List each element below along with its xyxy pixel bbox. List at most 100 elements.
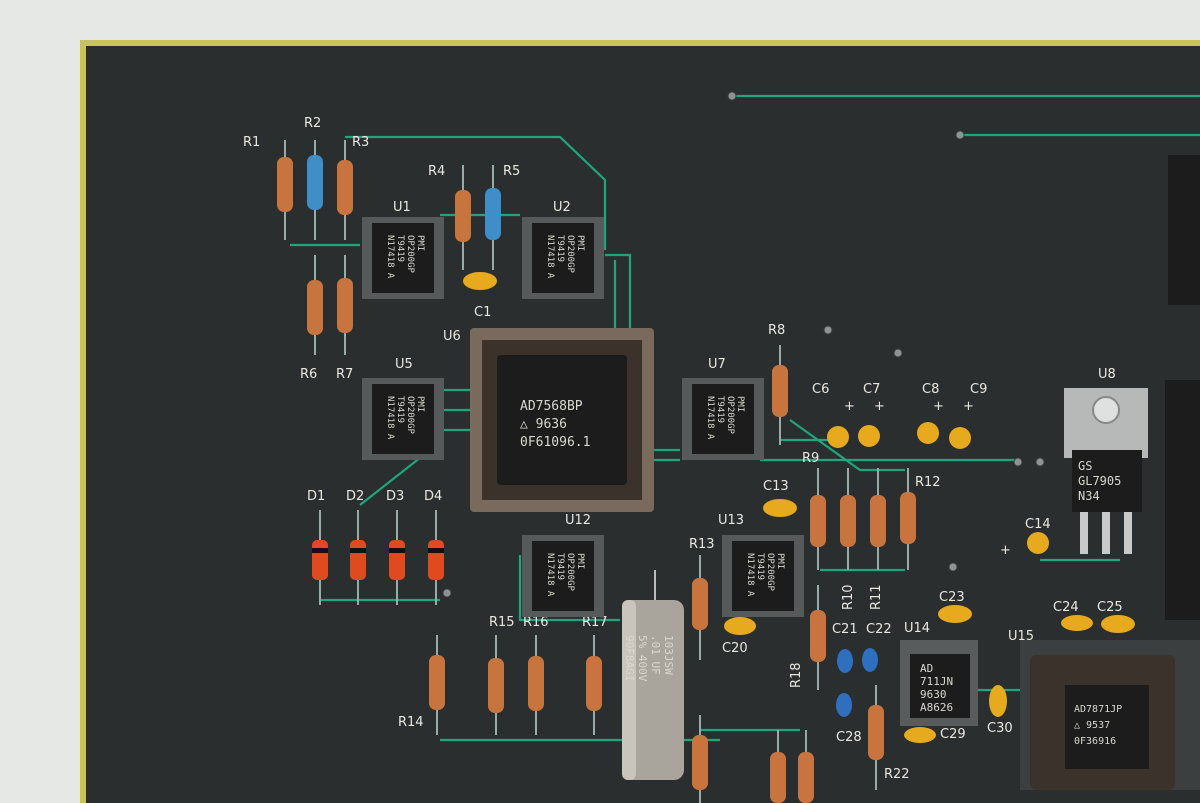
- resistor-r5: [485, 165, 501, 270]
- u15-line3: 0F36916: [1074, 736, 1116, 747]
- label-u13: U13: [718, 513, 744, 528]
- diode-d1: [312, 510, 328, 605]
- label-r17: R17: [582, 615, 608, 630]
- chip-u1-text-2: OP200GP: [405, 235, 415, 274]
- label-c23: C23: [939, 590, 965, 605]
- u8-line1: GS: [1078, 459, 1092, 473]
- u14-line2: 711JN: [920, 675, 953, 688]
- u8-line3: N34: [1078, 489, 1100, 503]
- u15-line2: △ 9537: [1074, 720, 1110, 731]
- label-c29: C29: [940, 727, 966, 742]
- label-c25: C25: [1097, 600, 1123, 615]
- chip-u5-text-2: OP200GP: [405, 396, 415, 435]
- plus-c7: +: [874, 399, 885, 414]
- chip-u12-text-4: N17418 A: [545, 553, 555, 597]
- label-r14: R14: [398, 715, 424, 730]
- svg-text:.01 UF: .01 UF: [649, 635, 662, 675]
- label-r4: R4: [428, 164, 445, 179]
- label-r10: R10: [841, 584, 856, 610]
- capacitor-c21: [837, 649, 853, 673]
- label-r6: R6: [300, 367, 317, 382]
- capacitor-c29: [904, 727, 936, 743]
- film-capacitor-text: 103JSW .01 UF 5% 400V 90F8AGI: [623, 635, 675, 682]
- label-c21: C21: [832, 622, 858, 637]
- label-u5: U5: [395, 357, 413, 372]
- resistor-r9: [810, 468, 826, 570]
- resistor-r13: [692, 555, 708, 660]
- capacitor-c9: [949, 427, 971, 449]
- chip-u15: AD7871JP △ 9537 0F36916: [1020, 640, 1200, 790]
- resistor-r14: [429, 635, 445, 735]
- chip-u7-text-4: N17418 A: [705, 396, 715, 440]
- diode-d4: [428, 510, 444, 605]
- u8-line2: GL7905: [1078, 474, 1121, 488]
- label-c13: C13: [763, 479, 789, 494]
- label-d1: D1: [307, 489, 325, 504]
- traces: [290, 94, 1200, 742]
- label-r5: R5: [503, 164, 520, 179]
- resistor-r11: [870, 468, 886, 570]
- label-d3: D3: [386, 489, 404, 504]
- resistor-r2: [307, 140, 323, 240]
- capacitor-c22: [862, 648, 878, 672]
- resistor-r8: [772, 345, 788, 445]
- plus-c6: +: [844, 399, 855, 414]
- label-c22: C22: [866, 622, 892, 637]
- capacitor-c8: [917, 422, 939, 444]
- label-c30: C30: [987, 721, 1013, 736]
- chip-u6: AD7568BP △ 9636 0F61096.1: [470, 328, 654, 512]
- resistor-r3: [337, 140, 353, 240]
- capacitor-c1: [463, 272, 497, 290]
- label-c24: C24: [1053, 600, 1079, 615]
- capacitor-c25: [1101, 615, 1135, 633]
- label-u6: U6: [443, 329, 461, 344]
- chip-u14: AD 711JN 9630 A8626: [900, 640, 978, 726]
- chip-u12-text-1: PMI: [575, 553, 585, 569]
- resistor-r18: [810, 585, 826, 690]
- resistor-r16: [528, 635, 544, 735]
- resistor-bottom-a: [692, 715, 708, 803]
- u15-line1: AD7871JP: [1074, 704, 1122, 715]
- plus-c9: +: [963, 399, 974, 414]
- capacitor-c24: [1061, 615, 1093, 631]
- diode-d2: [350, 510, 366, 605]
- label-r12: R12: [915, 475, 941, 490]
- chip-u7-text-3: T9419: [715, 396, 725, 423]
- capacitor-c6: [827, 426, 849, 448]
- resistor-r6: [307, 255, 323, 355]
- label-r15: R15: [489, 615, 515, 630]
- resistor-r1: [277, 140, 293, 240]
- label-u2: U2: [553, 200, 571, 215]
- right-sockets: [1165, 155, 1200, 620]
- capacitor-c30: [989, 685, 1007, 717]
- svg-text:90F8AGI: 90F8AGI: [623, 635, 636, 681]
- label-c28: C28: [836, 730, 862, 745]
- label-c9: C9: [970, 382, 987, 397]
- chip-u5-text-3: T9419: [395, 396, 405, 423]
- chip-u7-text-2: OP200GP: [725, 396, 735, 435]
- label-r1: R1: [243, 135, 260, 150]
- label-u7: U7: [708, 357, 726, 372]
- capacitors: [463, 272, 1135, 780]
- label-u8: U8: [1098, 367, 1116, 382]
- capacitor-c20: [724, 617, 756, 635]
- chip-u8: GS GL7905 N34: [1064, 388, 1148, 554]
- label-u1: U1: [393, 200, 411, 215]
- resistors: [277, 140, 916, 803]
- film-capacitor: [622, 570, 684, 780]
- label-r22: R22: [884, 767, 910, 782]
- plus-c8: +: [933, 399, 944, 414]
- diode-d3: [389, 510, 405, 605]
- label-r13: R13: [689, 537, 715, 552]
- label-r3: R3: [352, 135, 369, 150]
- label-r18: R18: [789, 662, 804, 688]
- resistor-bottom-b: [770, 730, 786, 803]
- label-u12: U12: [565, 513, 591, 528]
- resistor-r4: [455, 165, 471, 270]
